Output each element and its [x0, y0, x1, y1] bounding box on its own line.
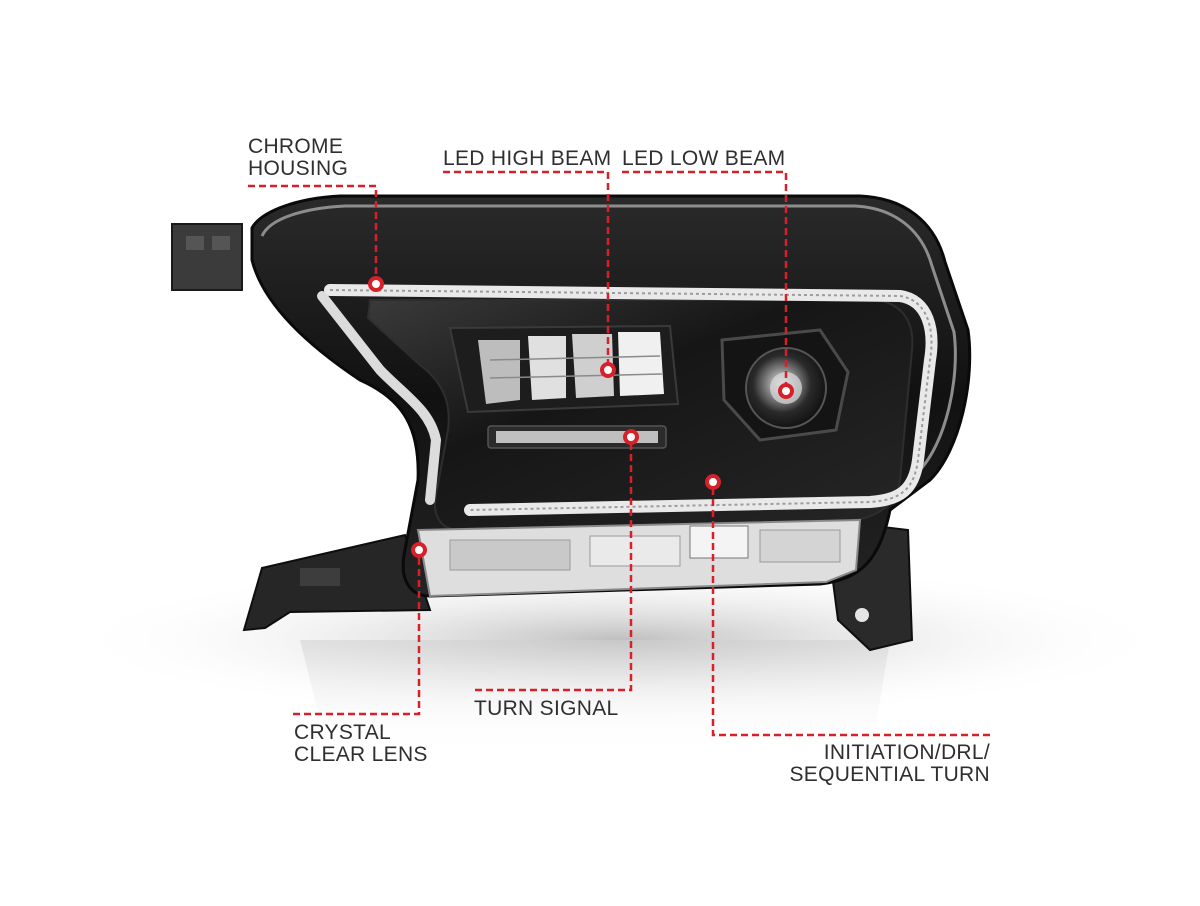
label-turn-signal: TURN SIGNAL [474, 697, 619, 720]
drl-light-guide [317, 284, 938, 516]
floor-reflection [300, 640, 890, 760]
dot-chrome-housing [368, 276, 384, 292]
label-led-low-beam: LED LOW BEAM [622, 147, 786, 170]
label-crystal-clear-lens: CRYSTAL CLEAR LENS [294, 722, 428, 766]
leader-chrome-housing [248, 184, 378, 282]
leader-lines [248, 170, 990, 737]
turn-signal-strip [487, 425, 667, 449]
mounting-bracket-left [242, 533, 432, 632]
dot-turn-signal [623, 429, 639, 445]
label-initiation-drl: INITIATION/DRL/ SEQUENTIAL TURN [789, 742, 990, 786]
label-chrome-housing: CHROME HOUSING [248, 136, 348, 180]
leader-low-beam [622, 170, 788, 390]
lower-lens-section [416, 518, 862, 598]
label-crystal-line1: CRYSTAL [294, 721, 392, 744]
dot-initiation-drl [705, 474, 721, 490]
high-beam-reflector [448, 324, 680, 414]
label-chrome-housing-line2: HOUSING [248, 157, 349, 180]
leader-initiation-drl [711, 482, 990, 737]
label-crystal-line2: CLEAR LENS [294, 743, 428, 766]
leader-turn-signal [475, 437, 633, 692]
dot-low-beam [778, 383, 794, 399]
label-initiation-line1: INITIATION/DRL/ [823, 741, 990, 764]
leader-crystal-lens [293, 550, 421, 716]
label-led-high-beam: LED HIGH BEAM [443, 147, 612, 170]
dot-crystal-lens [411, 542, 427, 558]
callout-dots [368, 276, 794, 558]
dot-high-beam [600, 362, 616, 378]
mounting-tab-top [171, 223, 243, 291]
leader-high-beam [443, 170, 610, 368]
label-chrome-housing-line1: CHROME [248, 135, 344, 158]
label-initiation-line2: SEQUENTIAL TURN [789, 763, 990, 786]
